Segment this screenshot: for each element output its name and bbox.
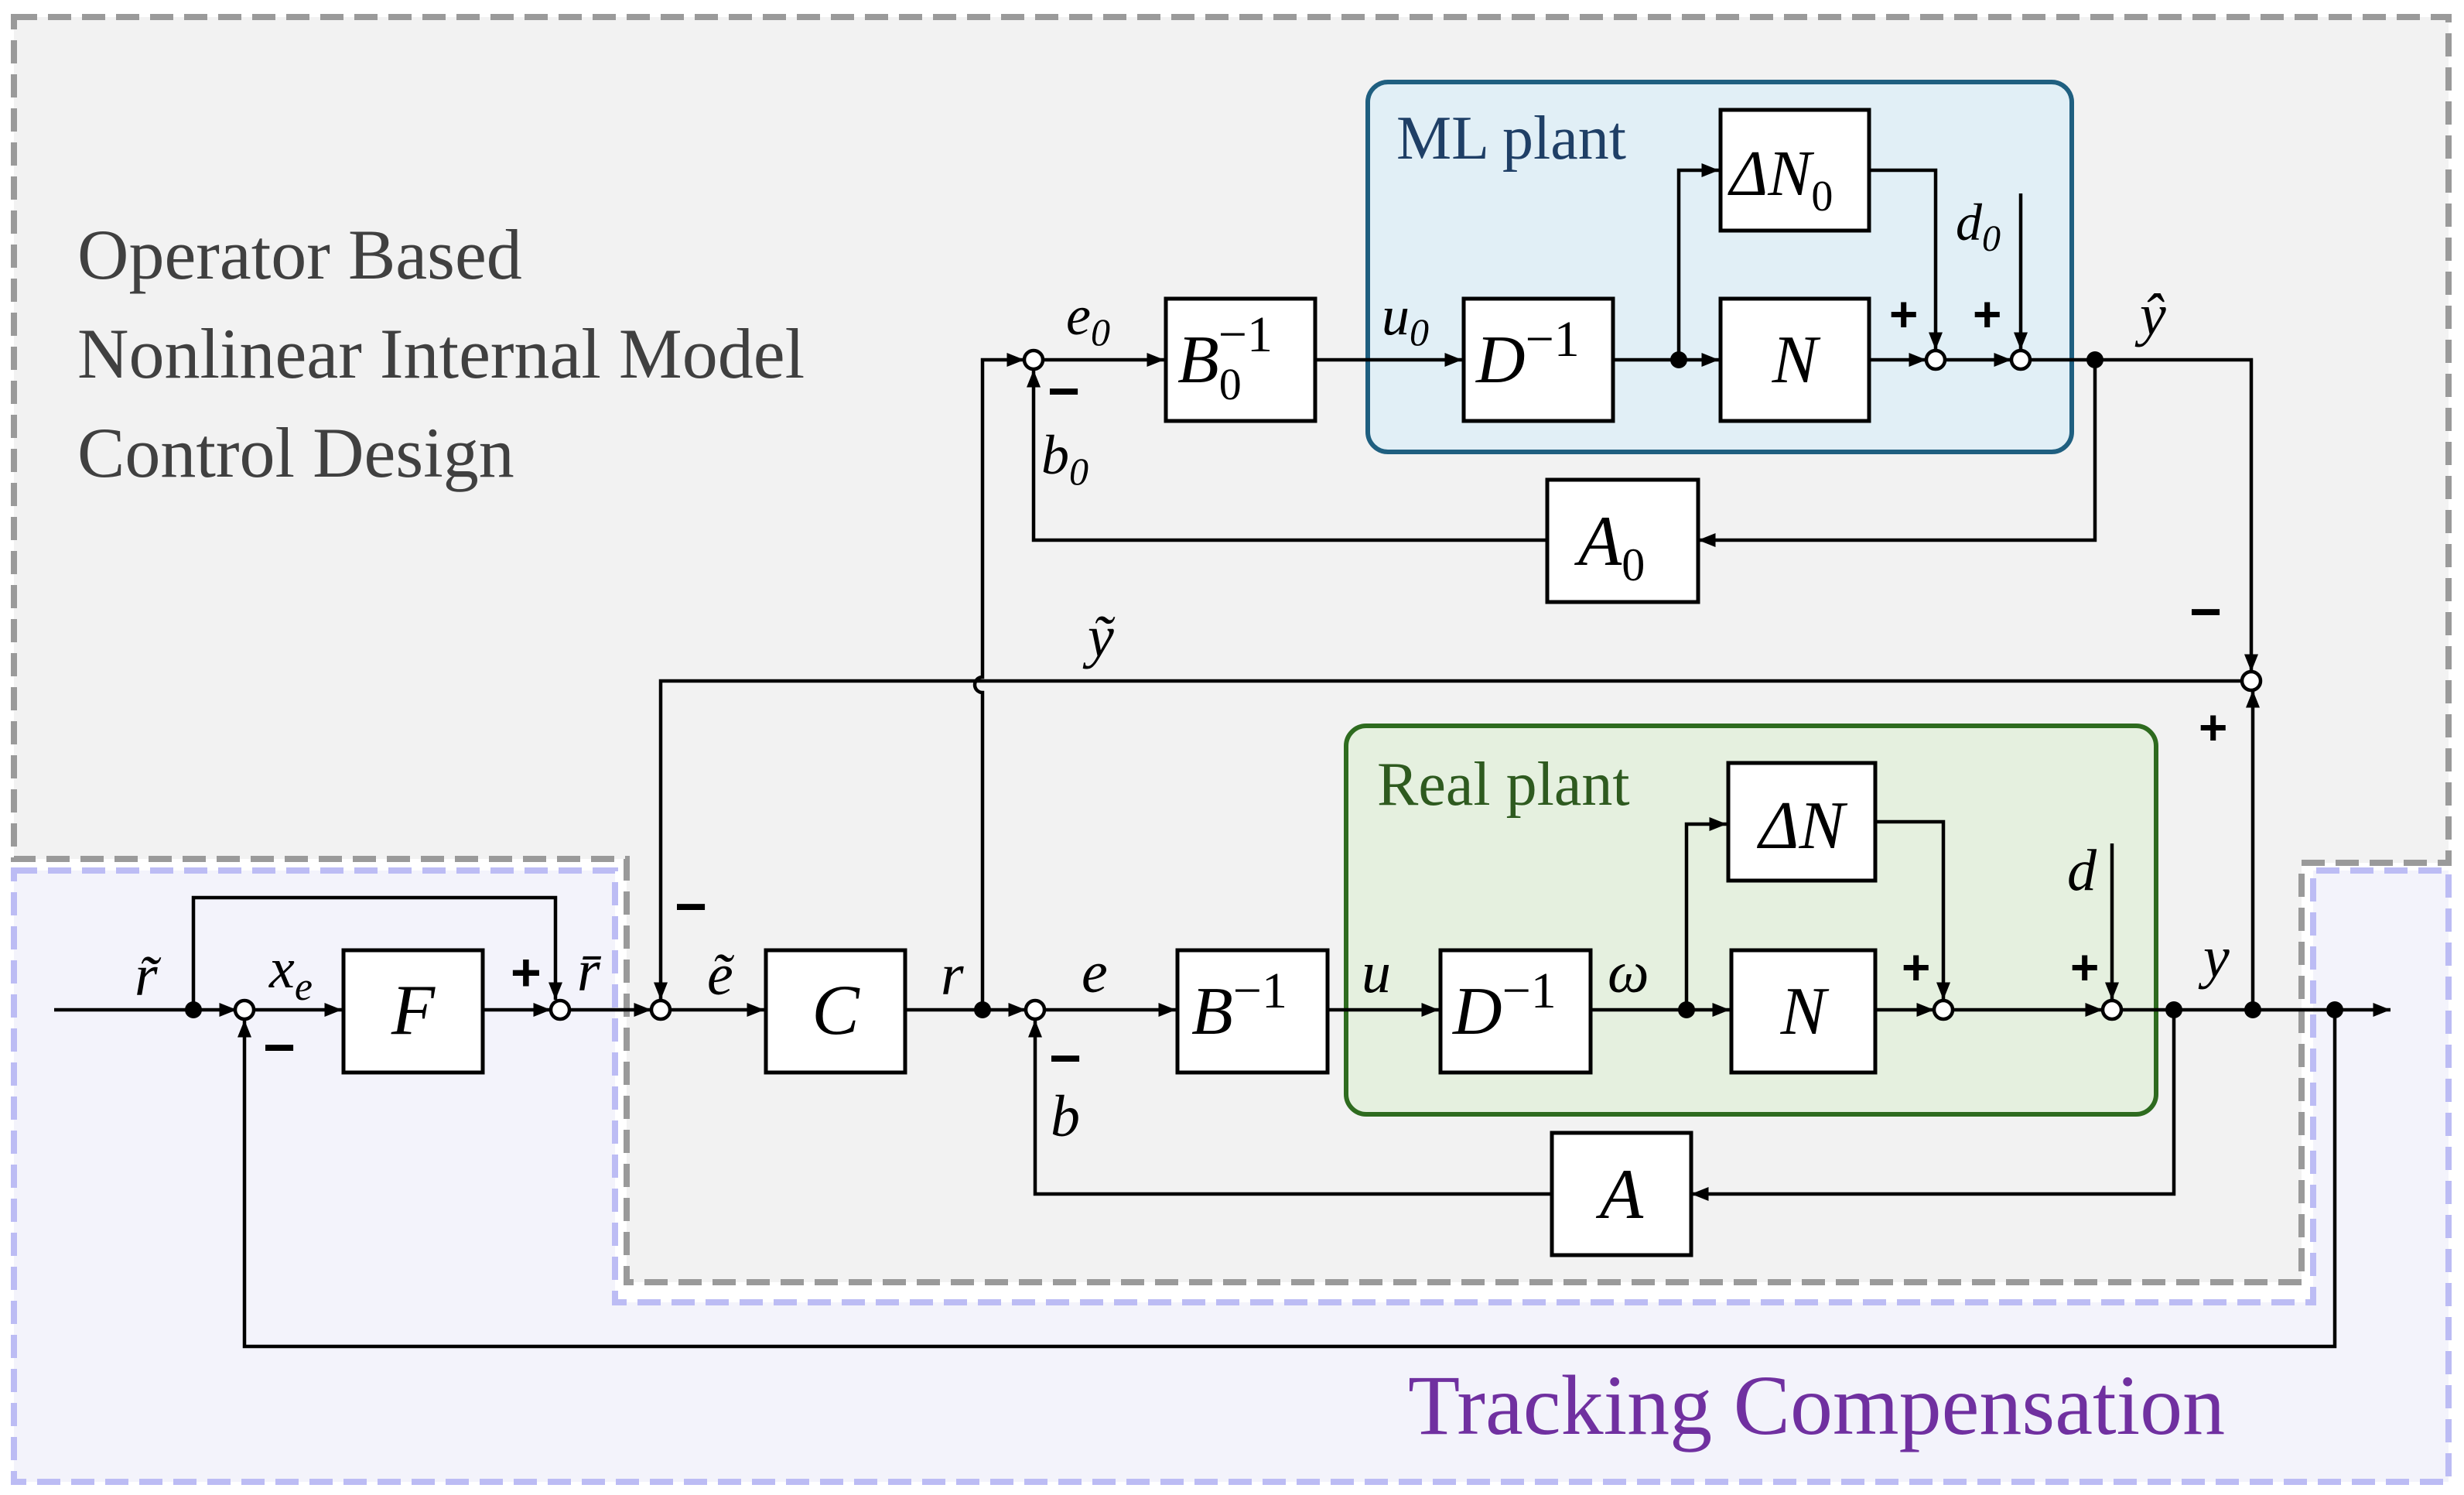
label-d0: d0 bbox=[1956, 193, 2001, 259]
svg-text:ΔN0: ΔN0 bbox=[1728, 138, 1833, 221]
svg-text:B−1: B−1 bbox=[1191, 963, 1287, 1049]
label-x-e: xe bbox=[268, 937, 313, 1009]
block-D-inverse: D−1 bbox=[1438, 948, 1593, 1075]
label-y-tilde: ỹ bbox=[1082, 604, 1116, 669]
label-b: b bbox=[1051, 1084, 1080, 1149]
sign-minus-y-tilde-top: − bbox=[2189, 581, 2222, 643]
label-r: r bbox=[941, 942, 964, 1008]
sign-minus-xe: − bbox=[263, 1017, 296, 1079]
sign-plus-d: + bbox=[2070, 939, 2099, 995]
sign-plus-r-bar: + bbox=[511, 943, 542, 1002]
block-F: F bbox=[341, 948, 485, 1075]
label-r-bar: r̄ bbox=[577, 939, 602, 1004]
sum-xe bbox=[233, 998, 256, 1021]
summing-junctions bbox=[233, 348, 2263, 1021]
branch-points bbox=[185, 351, 2343, 1018]
sum-e bbox=[1024, 998, 1047, 1021]
sum-e0 bbox=[1022, 348, 1045, 371]
imc-label-line-2: Nonlinear Internal Model bbox=[77, 314, 805, 393]
sum-d0 bbox=[2009, 348, 2032, 371]
svg-text:A: A bbox=[1595, 1155, 1644, 1233]
block-delta-N: ΔN bbox=[1726, 761, 1878, 883]
svg-text:B0−1: B0−1 bbox=[1177, 306, 1273, 409]
label-y: y bbox=[2198, 925, 2230, 990]
sign-minus-e: − bbox=[1049, 1028, 1082, 1090]
block-A: A bbox=[1550, 1131, 1693, 1257]
sign-plus-ml-plant: + bbox=[1889, 286, 1918, 342]
imc-label-line-1: Operator Based bbox=[77, 215, 522, 294]
sign-minus-e0: − bbox=[1047, 361, 1080, 422]
label-r-tilde: r̃ bbox=[135, 943, 162, 1008]
block-B-inverse: B−1 bbox=[1175, 948, 1330, 1075]
sign-plus-plant: + bbox=[1902, 939, 1930, 995]
block-N0: N bbox=[1718, 296, 1871, 423]
sum-e-tilde bbox=[649, 998, 672, 1021]
real-plant-label: Real plant bbox=[1377, 751, 1630, 819]
block-D0-inverse: D−1 bbox=[1461, 296, 1615, 423]
block-B0-inverse: B0−1 bbox=[1164, 296, 1317, 423]
tracking-region bbox=[11, 867, 2452, 1485]
label-d: d bbox=[2067, 838, 2097, 903]
imc-label-line-3: Control Design bbox=[77, 413, 514, 492]
block-A0: A0 bbox=[1545, 477, 1700, 604]
svg-text:ΔN: ΔN bbox=[1757, 789, 1848, 864]
label-y-hat: ŷ bbox=[2134, 282, 2166, 347]
signal-labels: r̃ xe r̄ ẽ r e u ω b d y ỹ ŷ e0 u0 b0 d0 bbox=[135, 193, 2230, 1149]
sum-d bbox=[2100, 998, 2124, 1021]
label-e0: e0 bbox=[1066, 285, 1110, 354]
label-b0: b0 bbox=[1041, 424, 1088, 493]
svg-text:D−1: D−1 bbox=[1452, 963, 1557, 1049]
junction-signs: − + − − + + − + − + + bbox=[263, 286, 2227, 1090]
sum-plant bbox=[1932, 998, 1955, 1021]
block-C: C bbox=[764, 948, 907, 1075]
sign-minus-e-tilde: − bbox=[675, 876, 707, 938]
sign-plus-y-tilde-bottom: + bbox=[2199, 700, 2227, 755]
label-e-tilde: ẽ bbox=[707, 942, 735, 1008]
block-delta-N0: ΔN0 bbox=[1718, 108, 1871, 233]
svg-text:A0: A0 bbox=[1574, 501, 1645, 590]
label-omega: ω bbox=[1608, 940, 1649, 1005]
svg-text:N: N bbox=[1780, 974, 1830, 1049]
label-u: u bbox=[1362, 940, 1391, 1005]
sum-r-bar bbox=[549, 998, 572, 1021]
sign-plus-d0: + bbox=[1973, 286, 2001, 342]
svg-text:F: F bbox=[391, 970, 436, 1049]
label-u0: u0 bbox=[1382, 285, 1429, 354]
sum-y-tilde bbox=[2240, 669, 2263, 693]
svg-text:D−1: D−1 bbox=[1475, 311, 1580, 398]
sum-ml-plant bbox=[1924, 348, 1947, 371]
block-N: N bbox=[1729, 948, 1878, 1075]
label-e: e bbox=[1082, 940, 1108, 1005]
svg-text:C: C bbox=[812, 970, 860, 1049]
svg-text:N: N bbox=[1772, 323, 1821, 398]
ml-plant-label: ML plant bbox=[1396, 104, 1626, 173]
tracking-label: Tracking Compensation bbox=[1408, 1358, 2225, 1452]
